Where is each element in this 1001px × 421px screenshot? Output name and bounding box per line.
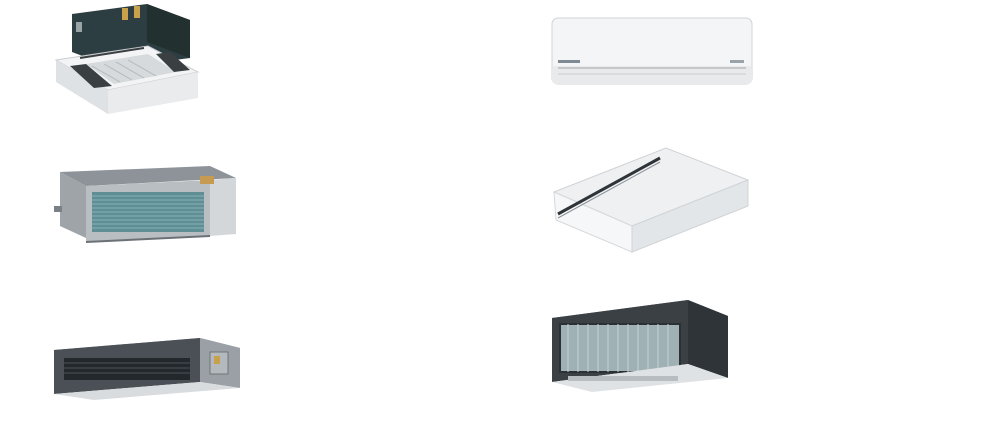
cassette-indoor-unit-icon [52,2,202,116]
wall-mounted-indoor-unit-icon [550,16,754,88]
high-static-ducted-unit-icon [548,298,732,392]
slim-ducted-indoor-unit-icon [50,164,240,250]
ceiling-suspended-indoor-unit-icon [540,144,752,254]
medium-static-ducted-unit-icon [50,336,244,400]
